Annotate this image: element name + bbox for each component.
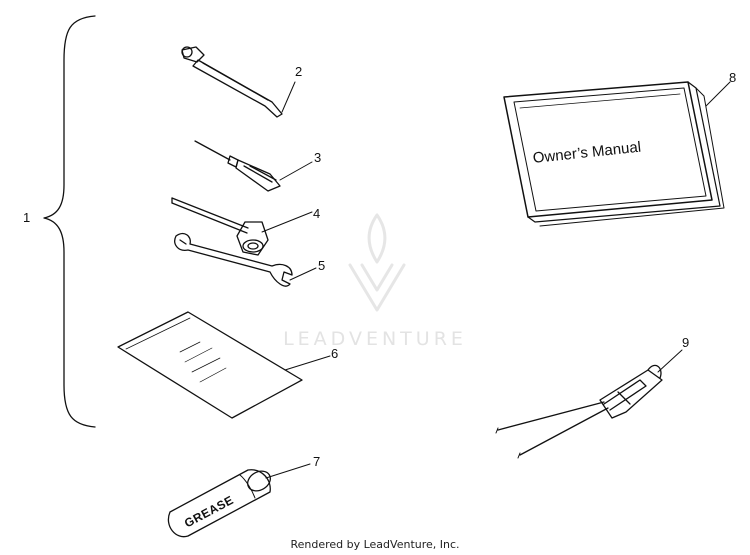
part-7-grease-tube [167, 463, 311, 538]
watermark-brand: LEADVENTURE [283, 328, 467, 350]
callout-3: 3 [314, 150, 322, 165]
part-4-socket-wrench [171, 197, 313, 256]
group-bracket [43, 15, 96, 428]
callout-8: 8 [729, 70, 737, 85]
footer-credit: Rendered by LeadVenture, Inc. [290, 538, 460, 551]
callout-1: 1 [23, 210, 31, 225]
part-6-plastic-bag [117, 311, 331, 419]
callout-4: 4 [313, 206, 321, 221]
callout-5: 5 [318, 258, 326, 273]
callout-6: 6 [331, 346, 339, 361]
part-3-screwdriver [194, 140, 313, 192]
callout-7: 7 [313, 454, 321, 469]
part-2-wrench-handle [181, 46, 296, 118]
part-5-open-wrench [174, 232, 317, 287]
callout-2: 2 [295, 64, 303, 79]
callout-9: 9 [682, 335, 690, 350]
part-9-wire-connector [495, 349, 683, 459]
leadventure-logo-watermark [348, 213, 406, 312]
part-8-owners-manual [503, 81, 731, 227]
